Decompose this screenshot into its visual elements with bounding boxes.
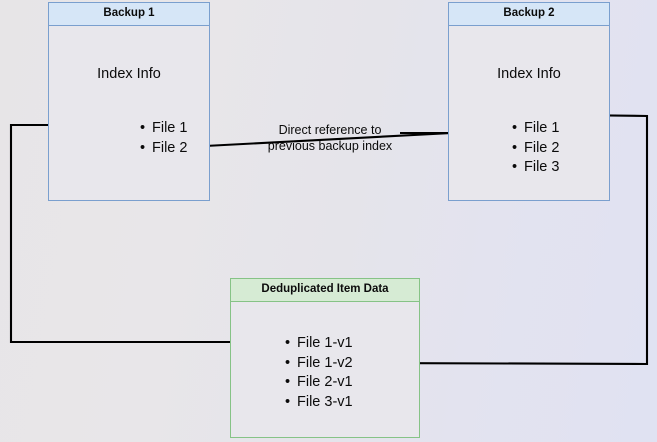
list-item[interactable]: File 1-v1 — [285, 334, 353, 354]
backup-1-index-info-label: Index Info — [97, 66, 161, 82]
backup-1-file-list: File 1 File 2 — [134, 119, 188, 159]
node-backup-1-body: Index Info File 1 File 2 — [49, 26, 209, 201]
node-backup-2-title: Backup 2 — [449, 3, 609, 26]
dedup-file-list: File 1-v1 File 1-v2 File 2-v1 File 3-v1 — [279, 334, 353, 412]
list-item[interactable]: File 1 — [140, 119, 188, 139]
edge-label-line-1: Direct reference to — [278, 123, 382, 137]
node-backup-1[interactable]: Backup 1 Index Info File 1 File 2 — [48, 2, 210, 201]
node-backup-1-title: Backup 1 — [49, 3, 209, 26]
list-item[interactable]: File 2 — [512, 139, 560, 159]
list-item[interactable]: File 1 — [512, 119, 560, 139]
backup-2-file-list: File 1 File 2 File 3 — [506, 119, 560, 178]
backup-2-index-info-label: Index Info — [497, 66, 561, 82]
list-item[interactable]: File 3-v1 — [285, 393, 353, 413]
edge-label-line-2: previous backup index — [267, 139, 393, 153]
node-deduplicated-item-data-body: File 1-v1 File 1-v2 File 2-v1 File 3-v1 — [231, 302, 419, 438]
node-backup-2-body: Index Info File 1 File 2 File 3 — [449, 26, 609, 201]
list-item[interactable]: File 3 — [512, 158, 560, 178]
list-item[interactable]: File 2-v1 — [285, 373, 353, 393]
node-backup-2[interactable]: Backup 2 Index Info File 1 File 2 File 3 — [448, 2, 610, 201]
edge-label-direct-reference: Direct reference to previous backup inde… — [250, 122, 410, 154]
list-item[interactable]: File 2 — [140, 139, 188, 159]
list-item[interactable]: File 1-v2 — [285, 354, 353, 374]
node-deduplicated-item-data-title: Deduplicated Item Data — [231, 279, 419, 302]
node-deduplicated-item-data[interactable]: Deduplicated Item Data File 1-v1 File 1-… — [230, 278, 420, 438]
